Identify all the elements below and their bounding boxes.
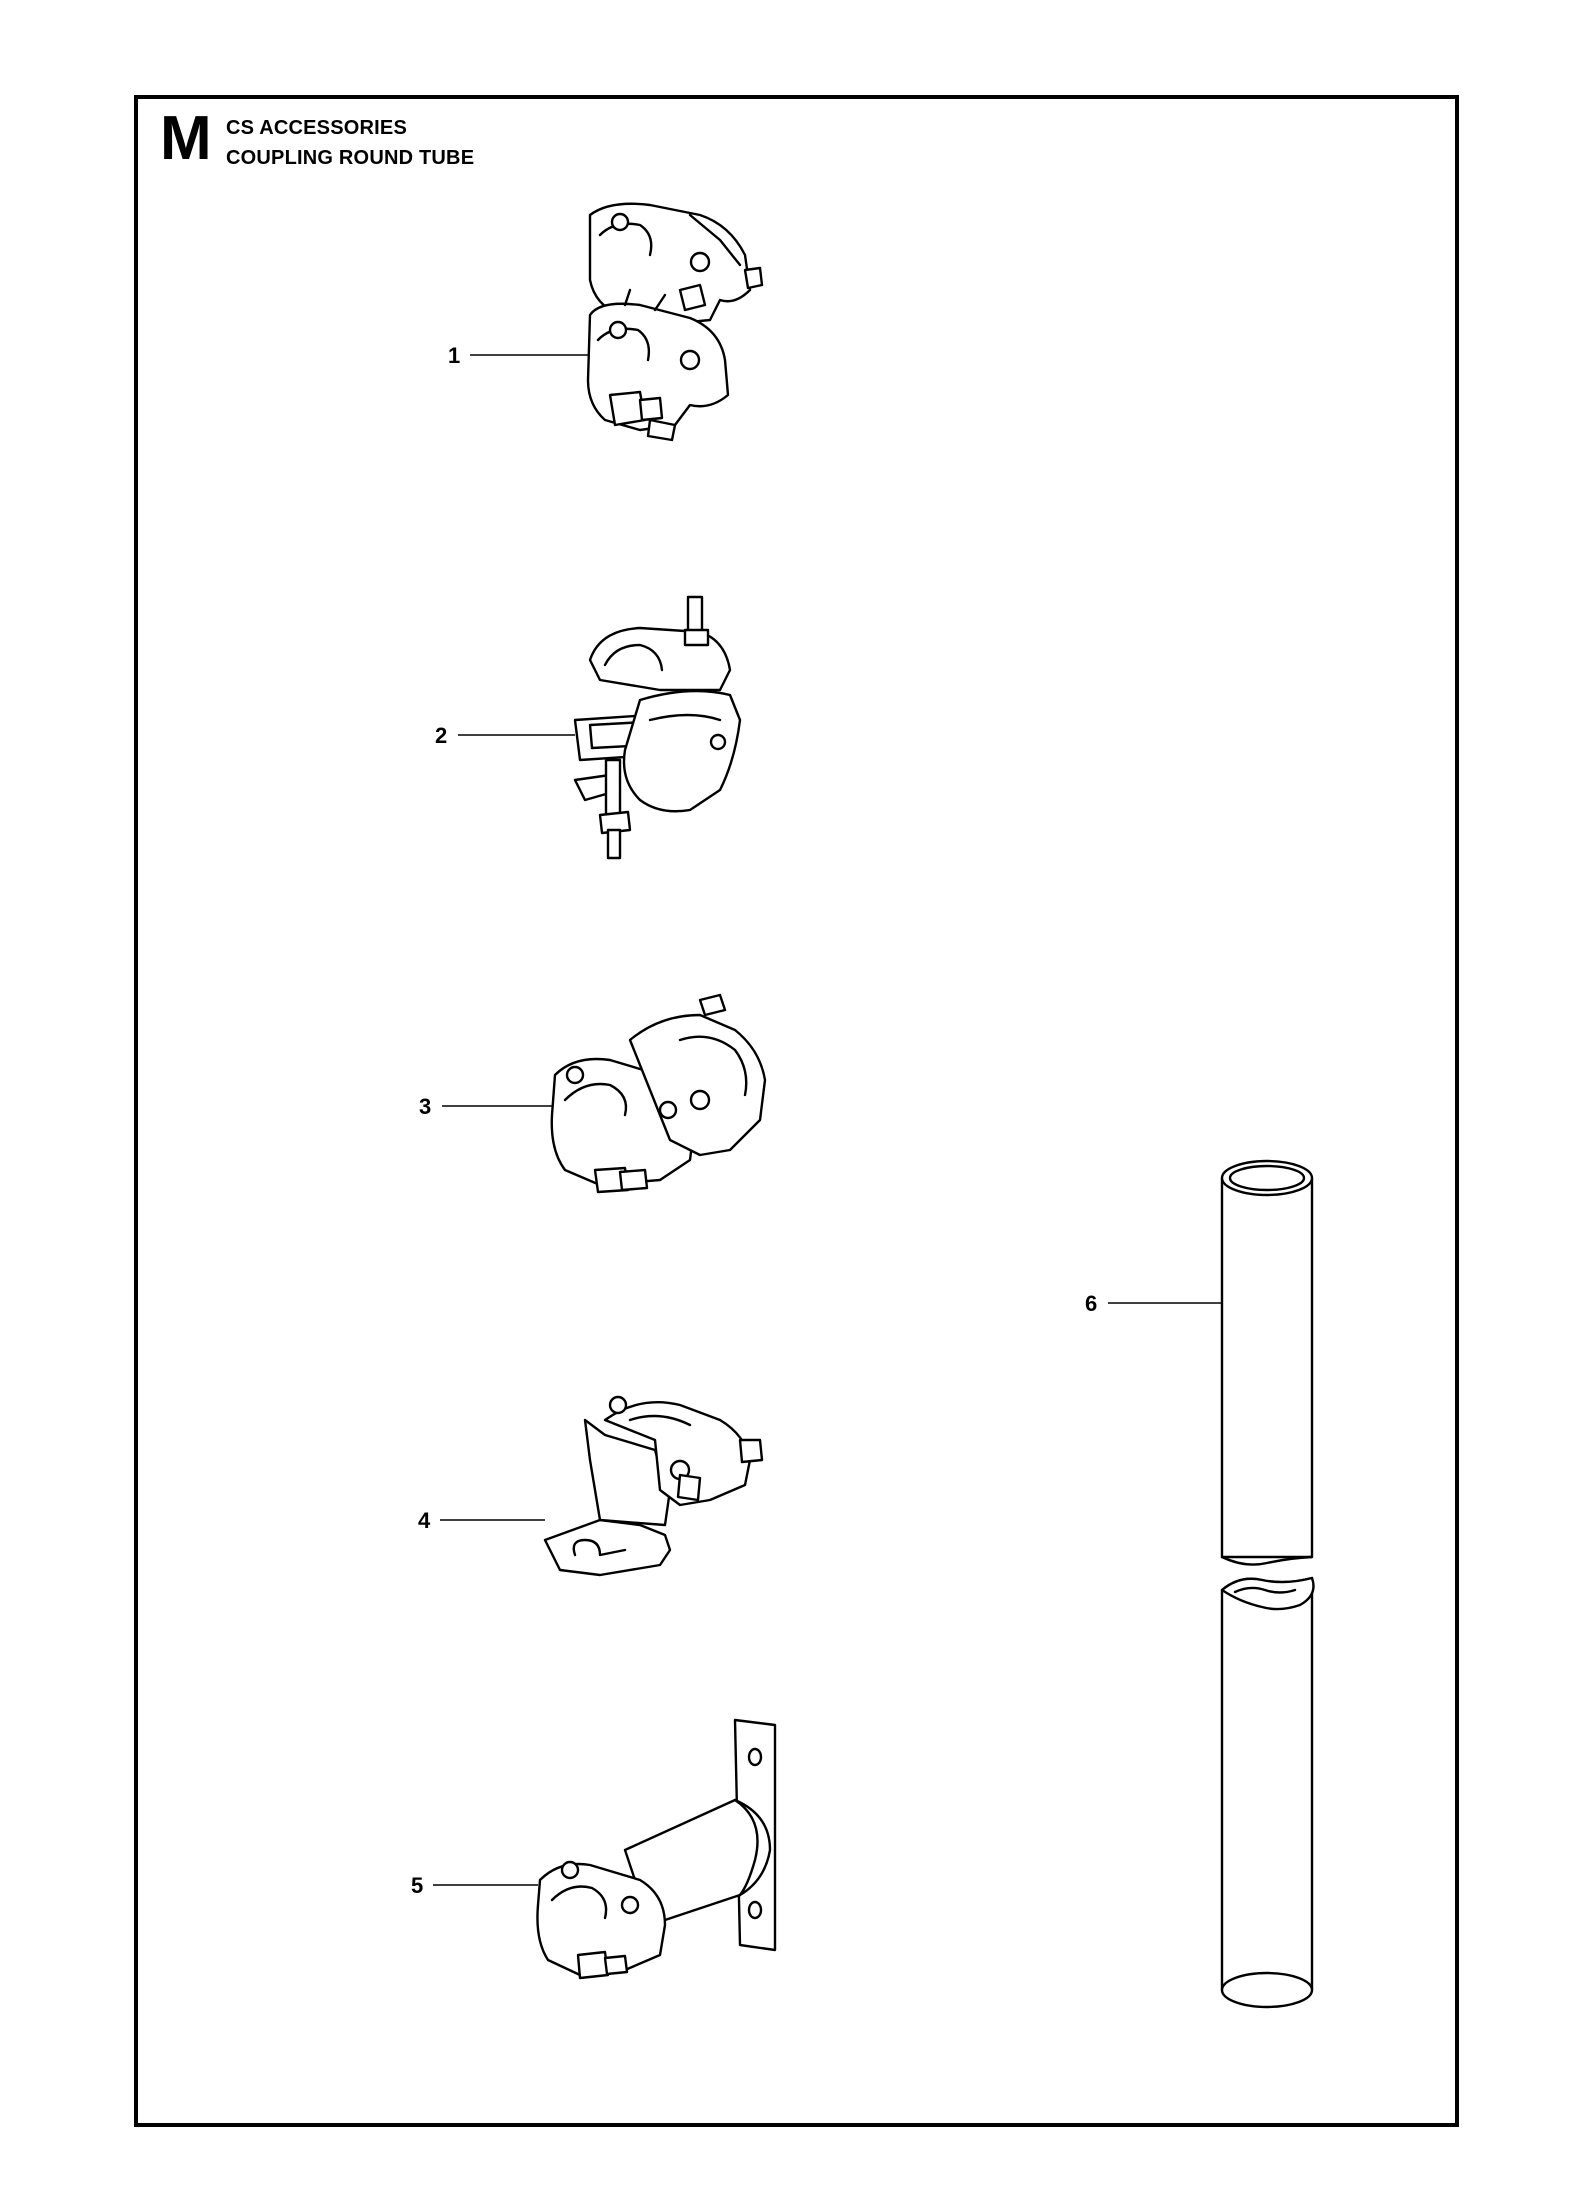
drawing-frame xyxy=(134,95,1459,2127)
part-3-right-angle-coupler[interactable] xyxy=(442,993,767,1194)
part-1-double-coupler[interactable] xyxy=(470,202,764,442)
part-2-swivel-coupler[interactable] xyxy=(458,595,742,860)
callout-3: 3 xyxy=(419,1094,431,1119)
title-line-2: COUPLING ROUND TUBE xyxy=(226,147,475,169)
callout-2: 2 xyxy=(435,723,447,748)
callout-6: 6 xyxy=(1085,1291,1097,1316)
part-6-round-tube[interactable] xyxy=(1108,1159,1315,2009)
callout-5: 5 xyxy=(411,1873,423,1898)
section-letter: M xyxy=(160,104,212,173)
part-5-wall-plate-coupler[interactable] xyxy=(433,1718,777,1980)
part-4-putlog-coupler[interactable] xyxy=(440,1395,764,1577)
callout-1: 1 xyxy=(448,343,460,368)
callout-4: 4 xyxy=(418,1508,431,1533)
title-line-1: CS ACCESSORIES xyxy=(226,117,407,139)
